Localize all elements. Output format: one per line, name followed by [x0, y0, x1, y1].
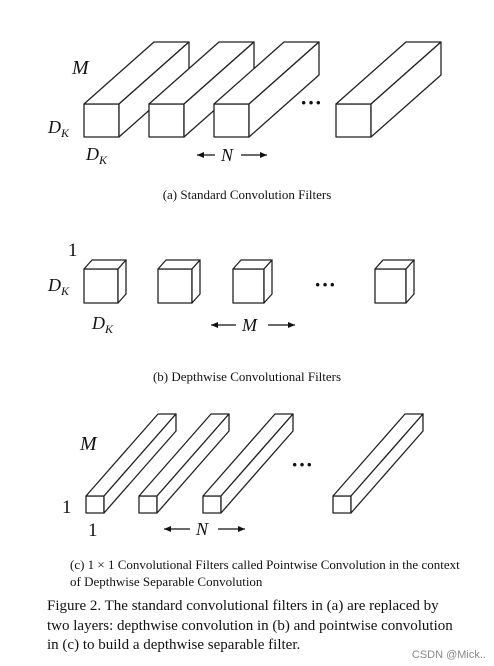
filter-block	[83, 41, 190, 138]
depth-label: M	[79, 433, 98, 455]
figure-diagram: ··· M DK DK N ··· 1 DK D	[47, 41, 442, 541]
panel-b: ··· 1 DK DK M	[47, 240, 415, 336]
height-label: D	[47, 117, 61, 137]
width-subscript: K	[104, 322, 114, 336]
height-label: 1	[62, 497, 72, 518]
count-label: N	[195, 519, 209, 539]
filter-block	[83, 259, 127, 304]
panel-c: ··· M 1 1 N	[62, 413, 424, 541]
filter-block	[374, 259, 415, 304]
filter-block	[138, 413, 230, 514]
svg-text:DK: DK	[47, 117, 70, 140]
filter-block	[85, 413, 177, 514]
width-label: D	[85, 144, 99, 164]
filter-block	[335, 41, 442, 138]
svg-text:DK: DK	[47, 275, 70, 298]
height-label: D	[47, 275, 61, 295]
filter-block	[332, 413, 424, 514]
count-label: M	[241, 315, 258, 335]
panel-a-caption: (a) Standard Convolution Filters	[162, 187, 332, 202]
ellipsis: ···	[300, 90, 322, 115]
panel-b-caption: (b) Depthwise Convolutional Filters	[152, 369, 342, 384]
watermark: CSDN @Mick..	[411, 649, 486, 661]
filter-block	[202, 413, 294, 514]
depth-label: M	[71, 57, 90, 79]
height-subscript: K	[60, 284, 70, 298]
svg-text:DK: DK	[85, 144, 108, 167]
width-label: D	[91, 313, 105, 333]
panel-c-caption: (c) 1 × 1 Convolutional Filters called P…	[70, 557, 460, 589]
width-label: 1	[88, 520, 98, 541]
filter-block	[232, 259, 273, 304]
filter-block	[213, 41, 320, 138]
ellipsis: ···	[314, 272, 336, 297]
height-subscript: K	[60, 126, 70, 140]
figure-caption: Figure 2. The standard convolutional fil…	[47, 598, 453, 653]
depth-label: 1	[68, 240, 78, 261]
width-subscript: K	[98, 153, 108, 167]
count-label: N	[220, 145, 234, 165]
svg-text:DK: DK	[91, 313, 114, 336]
filter-block	[157, 259, 201, 304]
panel-a: ··· M DK DK N	[47, 41, 442, 167]
ellipsis: ···	[291, 452, 313, 477]
